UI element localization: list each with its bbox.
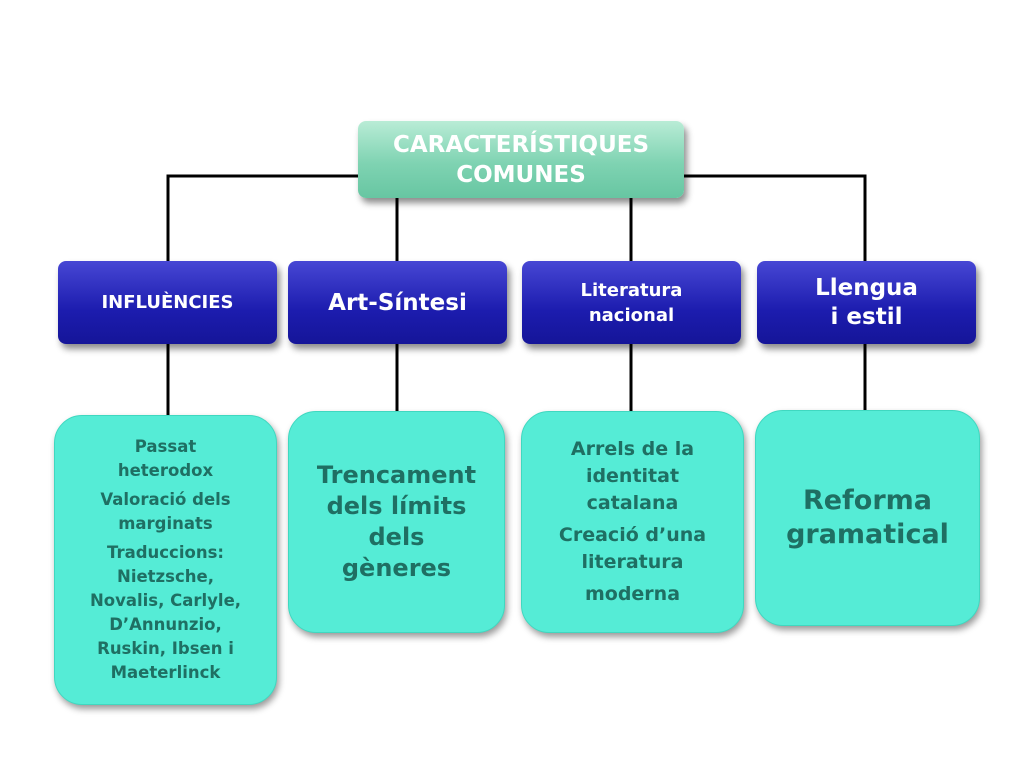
detail-line: marginats [118,514,213,533]
detail-line: Nietzsche, [117,567,214,586]
detail-item: Passat heterodox [118,435,213,483]
detail-line: literatura [581,551,684,573]
category-art-sintesi: Art-Síntesi [288,261,507,344]
detail-line: Maeterlinck [110,663,221,682]
detail-line: Trencament [316,461,477,489]
detail-item: Arrels de la identitat catalana [571,436,694,517]
detail-line: D’Annunzio, [109,615,222,634]
connector-root-to-llengua [684,174,867,261]
detail-line: identitat [585,465,680,487]
category-label: Art-Síntesi [328,289,467,316]
detail-line: Valoració dels [100,490,231,509]
detail-line: gèneres [341,554,452,582]
category-label: INFLUÈNCIES [101,292,234,313]
root-title-line1: CARACTERÍSTIQUES [392,131,650,158]
root-node: CARACTERÍSTIQUES COMUNES [358,121,684,198]
detail-line: moderna [584,583,681,605]
detail-art-sintesi: Trencament dels límits dels gèneres [288,411,505,633]
detail-line: gramatical [786,519,949,550]
category-llengua-estil: Llengua i estil [757,261,976,344]
detail-line: Reforma [802,485,933,516]
detail-line: Ruskin, Ibsen i [97,639,234,658]
category-label-line2: nacional [588,304,675,326]
detail-line: Passat [134,437,197,456]
detail-item: moderna [585,581,680,608]
detail-line: Creació d’una [558,524,707,546]
root-title-line2: COMUNES [456,161,586,188]
detail-line: Arrels de la [570,438,695,460]
detail-line: catalana [586,492,679,514]
detail-item: Creació d’una literatura [559,522,706,576]
detail-item: Valoració dels marginats [100,488,230,536]
detail-item: Trencament dels límits dels gèneres [317,460,476,584]
detail-line: dels [368,523,425,551]
category-label-line1: Llengua [815,274,918,301]
detail-llengua-estil: Reforma gramatical [755,410,980,626]
category-label-line2: i estil [830,303,903,330]
detail-line: Novalis, Carlyle, [89,591,242,610]
category-influencies: INFLUÈNCIES [58,261,277,344]
category-label-line1: Literatura [580,279,683,301]
connector-root-to-influencies [166,174,358,261]
detail-influencies: Passat heterodox Valoració dels marginat… [54,415,277,705]
detail-item: Traduccions: Nietzsche, Novalis, Carlyle… [90,541,241,685]
category-literatura-nacional: Literatura nacional [522,261,741,344]
detail-line: dels límits [326,492,467,520]
detail-line: Traduccions: [107,543,224,562]
detail-literatura-nacional: Arrels de la identitat catalana Creació … [521,411,744,633]
detail-item: Reforma gramatical [786,484,949,552]
detail-line: heterodox [117,461,214,480]
